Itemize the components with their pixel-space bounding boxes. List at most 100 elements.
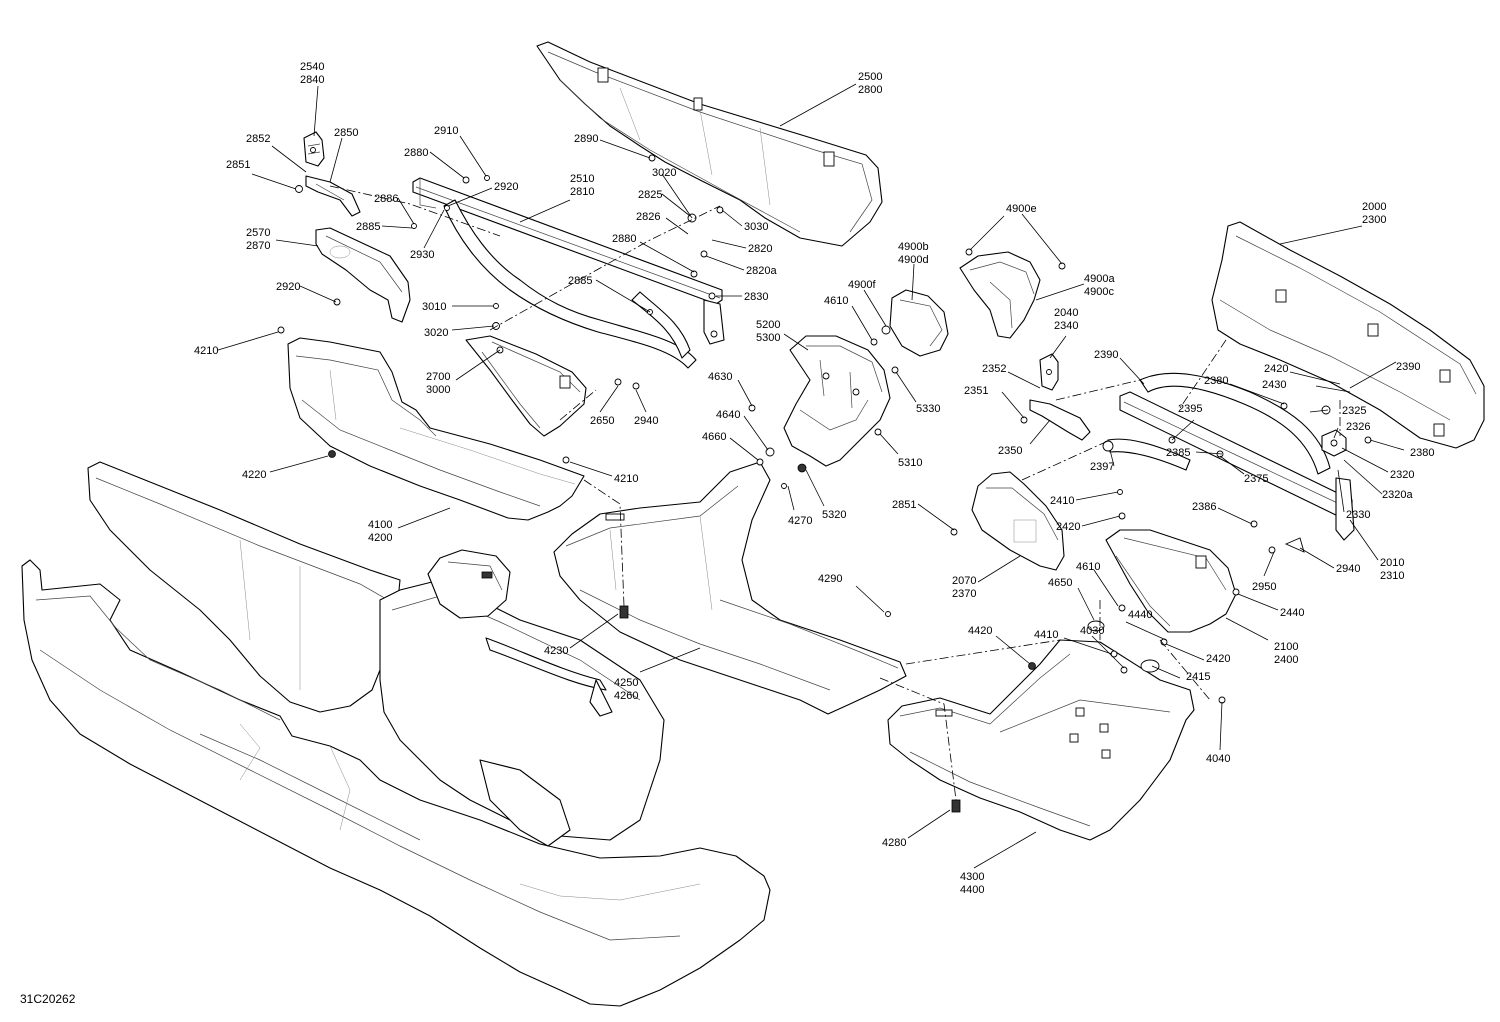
label-2320: 2320: [1390, 469, 1414, 481]
label-5330: 5330: [916, 403, 940, 415]
label-2885-right: 2885: [568, 275, 592, 287]
label-2380-upper: 2380: [1204, 375, 1228, 387]
label-2940-left: 2940: [634, 415, 658, 427]
label-2375: 2375: [1244, 473, 1268, 485]
label-2920-lower: 2920: [276, 281, 300, 293]
label-2410: 2410: [1050, 495, 1074, 507]
label-2420-lower: 2420: [1206, 653, 1230, 665]
assembled-lower-body: [21, 461, 771, 1007]
label-4420: 4420: [968, 625, 992, 637]
label-2930: 2930: [410, 249, 434, 261]
door-panel-left-upper: [536, 41, 883, 247]
label-2430: 2430: [1262, 379, 1286, 391]
lamp-housing-4900a: [959, 251, 1041, 339]
label-5310: 5310: [898, 457, 922, 469]
label-2386: 2386: [1192, 501, 1216, 513]
label-2385: 2385: [1166, 447, 1190, 459]
label-3020-lower: 3020: [424, 327, 448, 339]
label-4030: 4030: [1080, 625, 1104, 637]
trim-2070: [971, 471, 1065, 571]
label-4640: 4640: [716, 409, 740, 421]
label-4900e: 4900e: [1006, 203, 1037, 215]
label-2390-right: 2390: [1396, 361, 1420, 373]
label-4280: 4280: [882, 837, 906, 849]
door-panel-right-upper: [1211, 221, 1485, 449]
latch-bracket-2850: [305, 175, 361, 217]
label-2820a: 2820a: [746, 265, 777, 277]
label-2890: 2890: [574, 133, 598, 145]
lamp-housing-4900b: [881, 289, 949, 357]
label-2390-left: 2390: [1094, 349, 1118, 361]
label-4220: 4220: [242, 469, 266, 481]
label-2350: 2350: [998, 445, 1022, 457]
label-3010: 3010: [422, 301, 446, 313]
label-2950: 2950: [1252, 581, 1276, 593]
label-2880-right: 2880: [612, 233, 636, 245]
label-2415: 2415: [1186, 671, 1210, 683]
chute-2100: [1105, 529, 1237, 633]
label-4610-lower: 4610: [1076, 561, 1100, 573]
floor-pan-4100: [287, 337, 585, 521]
latch-2540: [303, 131, 325, 167]
label-4660: 4660: [702, 431, 726, 443]
label-2440: 2440: [1280, 607, 1304, 619]
label-4270: 4270: [788, 515, 812, 527]
label-2825: 2825: [638, 189, 662, 201]
label-2885-left: 2885: [356, 221, 380, 233]
label-4410: 4410: [1034, 629, 1058, 641]
label-4900f: 4900f: [848, 279, 876, 291]
frame-bar-right: [1102, 372, 1355, 541]
label-2851-right: 2851: [892, 499, 916, 511]
assembly-lines: [329, 185, 1341, 801]
label-2920-upper: 2920: [494, 181, 518, 193]
label-5320: 5320: [822, 509, 846, 521]
label-4210-left: 4210: [194, 345, 218, 357]
label-4650: 4650: [1048, 577, 1072, 589]
label-2830: 2830: [744, 291, 768, 303]
label-2395: 2395: [1178, 403, 1202, 415]
label-4230: 4230: [544, 645, 568, 657]
label-2880-left: 2880: [404, 147, 428, 159]
label-2397: 2397: [1090, 461, 1114, 473]
bracket-2350: [1029, 399, 1091, 441]
label-4210-right: 4210: [614, 473, 638, 485]
label-2352: 2352: [982, 363, 1006, 375]
label-2326: 2326: [1346, 421, 1370, 433]
floor-right-4300: [887, 639, 1195, 841]
label-2852: 2852: [246, 133, 270, 145]
console-bracket-5200: [783, 335, 891, 467]
label-2940-right: 2940: [1336, 563, 1360, 575]
label-4040: 4040: [1206, 753, 1230, 765]
label-2325: 2325: [1342, 405, 1366, 417]
trim-2570: [315, 227, 411, 323]
label-4630: 4630: [708, 371, 732, 383]
latch-2040: [1039, 353, 1059, 391]
hinge-2320: [1321, 429, 1347, 457]
label-2820: 2820: [748, 243, 772, 255]
label-2420-upper: 2420: [1264, 363, 1288, 375]
frame-bar-left-upper: [412, 177, 725, 369]
label-2351: 2351: [964, 385, 988, 397]
label-4610-upper: 4610: [824, 295, 848, 307]
label-4440: 4440: [1128, 609, 1152, 621]
label-2826: 2826: [636, 211, 660, 223]
label-2380-lower: 2380: [1410, 447, 1434, 459]
label-2851-left: 2851: [226, 159, 250, 171]
